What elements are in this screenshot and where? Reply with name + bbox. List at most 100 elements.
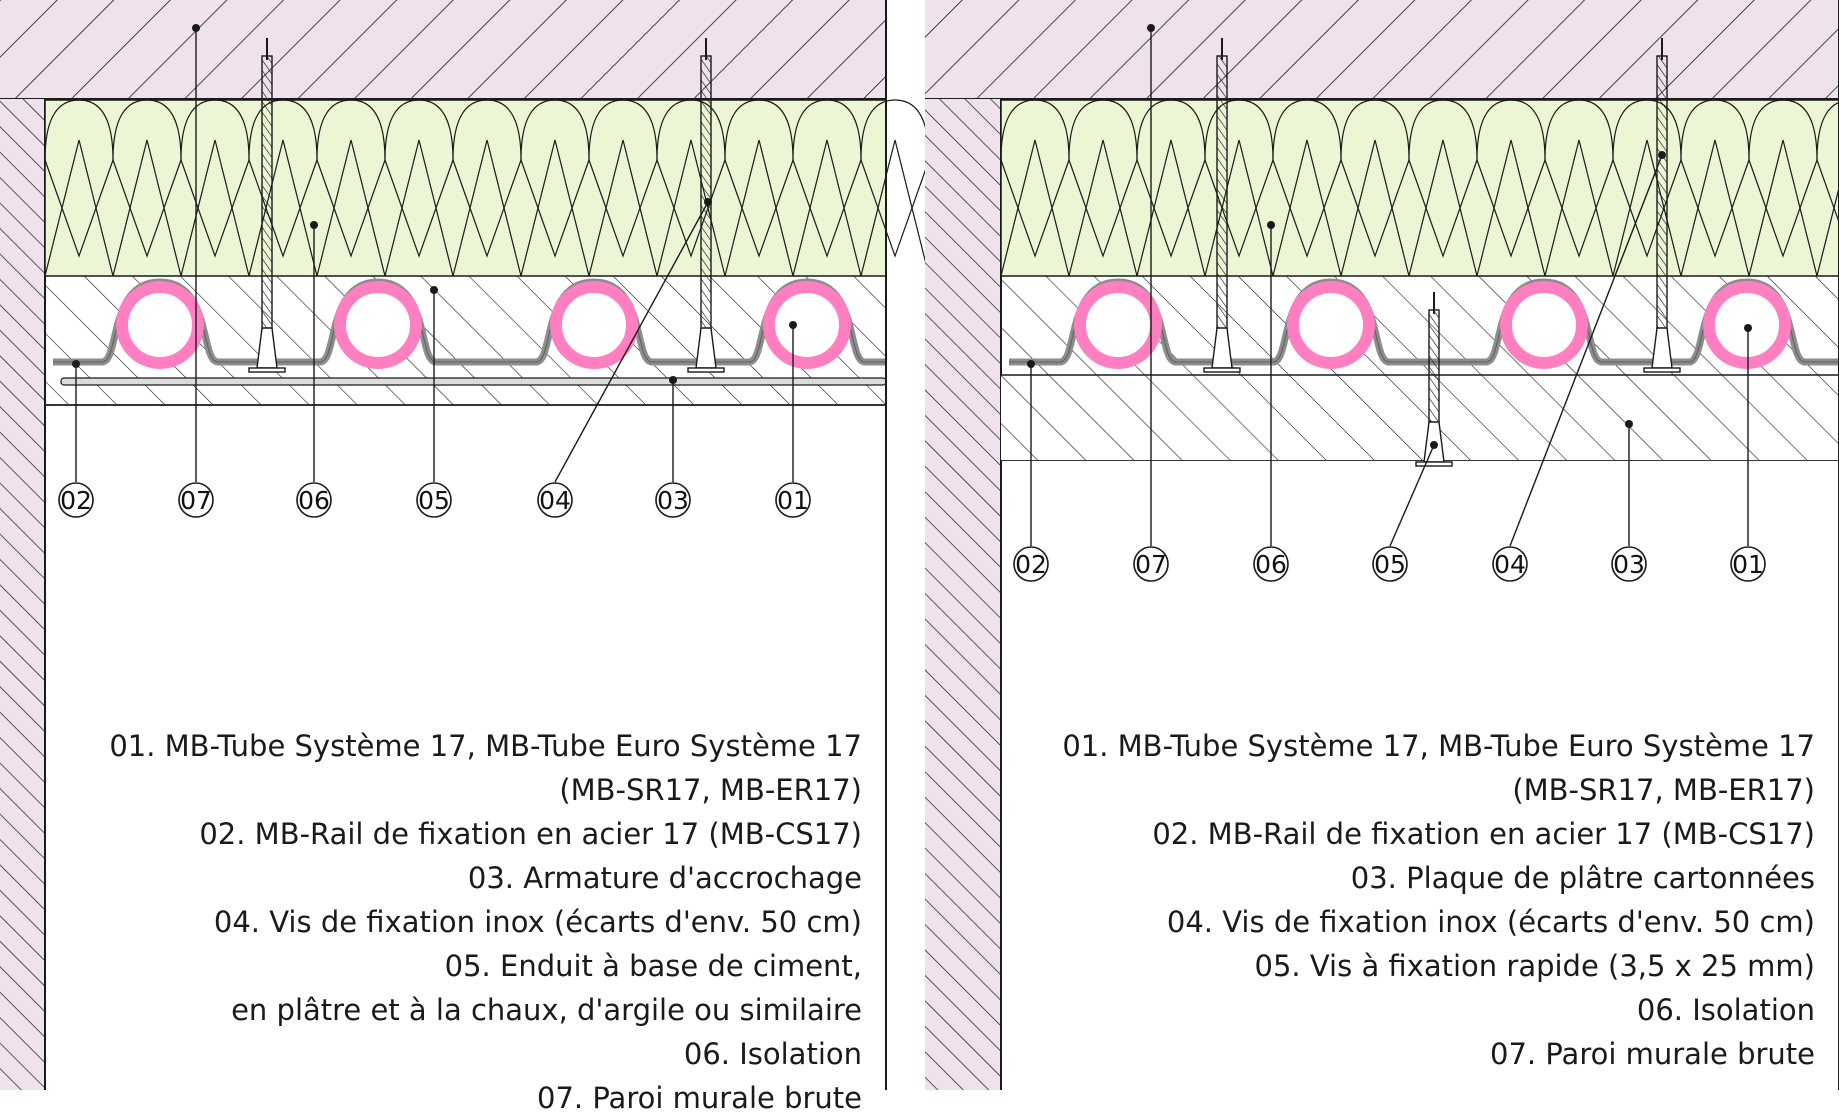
insulation-fiber — [792, 99, 862, 161]
screw-head — [248, 367, 286, 373]
insulation-fiber — [316, 159, 386, 258]
legend-line: (MB-SR17, MB-ER17) — [559, 773, 862, 807]
screw-icon — [248, 38, 286, 373]
insulation-fiber — [792, 139, 862, 277]
leader-dot — [1658, 151, 1666, 159]
screw-shank — [700, 55, 712, 331]
insulation-fiber — [1408, 139, 1478, 277]
callout-label: 04 — [1494, 550, 1526, 579]
insulation-fiber — [656, 139, 726, 277]
insulation-fiber — [44, 139, 114, 277]
insulation-fiber — [588, 159, 658, 258]
legend-left: 01. MB-Tube Système 17, MB-Tube Euro Sys… — [109, 724, 862, 1120]
insulation-fiber — [452, 159, 522, 258]
legend-line: 01. MB-Tube Système 17, MB-Tube Euro Sys… — [1062, 729, 1815, 763]
insulation-fiber — [384, 99, 454, 161]
callout-label: 05 — [1374, 550, 1406, 579]
insulation-fiber — [656, 99, 726, 161]
screw-head — [1643, 367, 1681, 373]
callout-circle-icon — [416, 482, 452, 518]
screw-head — [687, 367, 725, 373]
insulation-fiber — [1748, 159, 1818, 258]
callout-label: 06 — [298, 486, 330, 515]
leader-dot — [192, 24, 200, 32]
legend-line: 02. MB-Rail de fixation en acier 17 (MB-… — [199, 817, 862, 851]
screw-shank — [1656, 55, 1668, 331]
insulation-fiber — [1340, 139, 1410, 277]
callout-label: 03 — [1613, 550, 1645, 579]
insulation-fiber — [1544, 139, 1614, 277]
leader-dot — [669, 376, 677, 384]
legend-right: 01. MB-Tube Système 17, MB-Tube Euro Sys… — [1062, 724, 1815, 1076]
leader-line — [1389, 444, 1435, 547]
insulation-fiber — [1000, 99, 1070, 161]
ceiling-hatch — [925, 0, 1839, 99]
legend-line: 06. Isolation — [1636, 993, 1815, 1027]
tube-pipe — [1074, 281, 1162, 369]
insulation-fiber — [1680, 139, 1750, 277]
callout-circle-icon — [1611, 546, 1647, 582]
callout-circle-icon — [1253, 546, 1289, 582]
leader-dot — [789, 321, 797, 329]
insulation-fiber — [1816, 101, 1839, 161]
insulation-fiber — [1000, 139, 1070, 277]
insulation-fiber — [588, 139, 658, 277]
insulation-fiber — [452, 139, 522, 277]
insulation-fiber — [724, 139, 794, 277]
legend-line: 03. Armature d'accrochage — [467, 861, 862, 895]
legend-line: (MB-SR17, MB-ER17) — [1512, 773, 1815, 807]
insulation-fiber — [1272, 99, 1342, 161]
leader-dot — [310, 221, 318, 229]
insulation-fiber — [1340, 159, 1410, 258]
insulation-fiber — [1204, 99, 1274, 161]
legend-line: 07. Paroi murale brute — [537, 1081, 862, 1115]
insulation-fiber — [1068, 99, 1138, 161]
insulation-fiber — [724, 99, 794, 161]
legend-line: 05. Vis à fixation rapide (3,5 x 25 mm) — [1254, 949, 1815, 983]
side-wall-hatch — [925, 99, 1001, 1090]
callout-label: 07 — [1135, 550, 1167, 579]
insulation-fiber — [1408, 159, 1478, 258]
insulation-fiber — [724, 159, 794, 258]
callout-circle-icon — [296, 482, 332, 518]
insulation-fiber — [1000, 159, 1070, 258]
insulation-fiber — [44, 159, 114, 258]
screw-icon — [687, 38, 725, 373]
callout-label: 02 — [1015, 550, 1047, 579]
callout-label: 04 — [539, 486, 571, 515]
insulation — [44, 99, 887, 277]
insulation-fiber — [520, 99, 590, 161]
callout-label: 03 — [657, 486, 689, 515]
insulation-fiber — [1136, 159, 1206, 258]
insulation-fiber — [1136, 99, 1206, 161]
insulation-fiber — [1680, 159, 1750, 258]
insulation-fiber — [1612, 99, 1682, 161]
leader-dot — [72, 360, 80, 368]
legend-line: 04. Vis de fixation inox (écarts d'env. … — [213, 905, 862, 939]
insulation-fiber — [1136, 139, 1206, 277]
insulation-fiber — [44, 99, 114, 161]
screw-head — [1203, 367, 1241, 373]
legend-line: 05. Enduit à base de ciment, — [444, 949, 862, 983]
side-wall-hatch — [0, 99, 45, 1090]
tube-pipe — [763, 281, 851, 369]
insulation-fiber — [1476, 159, 1546, 258]
leader-line — [554, 201, 709, 483]
insulation-fiber — [452, 99, 522, 161]
callout-circle-icon — [1133, 546, 1169, 582]
insulation-fiber — [180, 99, 250, 161]
screw-shank — [261, 55, 273, 331]
screw-icon — [1643, 38, 1681, 373]
insulation-fiber — [384, 159, 454, 258]
leader-line — [1509, 154, 1663, 547]
insulation-fiber — [248, 139, 318, 277]
callout-circle-icon — [537, 482, 573, 518]
leader-dot — [1430, 441, 1438, 449]
callout-circle-icon — [178, 482, 214, 518]
insulation-fiber — [180, 159, 250, 258]
screw-head — [1415, 461, 1453, 467]
insulation-fiber — [112, 99, 182, 161]
insulation-fiber — [1476, 99, 1546, 161]
